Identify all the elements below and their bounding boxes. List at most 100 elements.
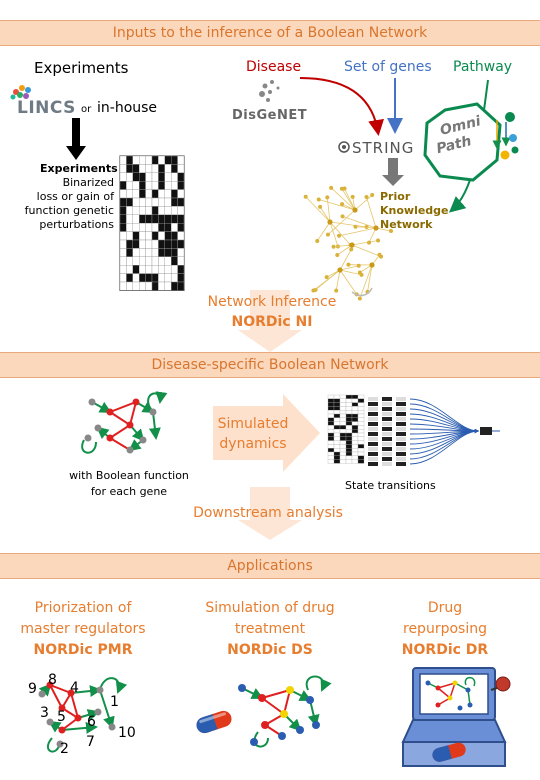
matrix-cell: [138, 164, 146, 173]
matrix-cell: [164, 281, 172, 291]
nordic-pmr-label: NORDic PMR: [33, 642, 133, 658]
state-node: [368, 457, 378, 461]
matrix-cell: [158, 172, 165, 182]
pkn-node: [367, 240, 372, 245]
matrix-cell: [138, 239, 146, 249]
matrix-cell: [126, 265, 134, 274]
state-node: [382, 432, 392, 436]
matrix-cell: [132, 180, 140, 190]
matrix-cell: [119, 248, 127, 257]
pathway-label: Pathway: [453, 59, 513, 75]
state-transitions-label: State transitions: [345, 479, 436, 492]
matrix-cell: [145, 231, 153, 241]
state-node: [382, 407, 392, 411]
matrix-cell: [158, 155, 165, 165]
state-node: [368, 422, 378, 426]
matrix-cell: [138, 265, 146, 274]
matrix-cell: [126, 189, 134, 199]
matrix-cell: [170, 248, 178, 257]
matrix-cell: [177, 273, 185, 283]
matrix-cell: [126, 273, 134, 283]
matrix-cell: [177, 239, 185, 249]
state-node: [382, 457, 392, 461]
string-logo-icon: [338, 141, 350, 153]
pkn-edge: [329, 221, 351, 246]
pkn-hub-node: [352, 207, 358, 213]
matrix-cell: [164, 273, 172, 283]
simulated-line: Simulated: [217, 416, 289, 432]
matrix-cell: [151, 231, 159, 241]
matrix-cell: [170, 265, 178, 274]
state-node: [368, 427, 378, 431]
pkn-edge: [338, 227, 377, 237]
experiments-bold-label: Experiments: [40, 162, 118, 175]
matrix-cell: [158, 231, 165, 241]
experiments-description: Binarized loss or gain of function genet…: [12, 176, 114, 232]
matrix-cell: [145, 248, 153, 257]
pkn-node: [346, 262, 351, 267]
matrix-cell: [158, 256, 165, 266]
matrix-cell: [151, 281, 159, 291]
matrix-cell: [119, 281, 127, 291]
pkn-node: [356, 263, 361, 268]
pkn-label-line: Knowledge: [380, 204, 449, 217]
string-down-arrow: [382, 158, 404, 186]
matrix-cell: [145, 281, 153, 291]
matrix-cell: [177, 222, 185, 232]
pkn-hub-node: [369, 262, 375, 268]
pathway-mini-graph: [492, 112, 519, 160]
matrix-cell: [177, 172, 185, 182]
matrix-cell: [132, 239, 140, 249]
pkn-edge: [359, 264, 373, 299]
pkn-edge: [339, 269, 362, 276]
matrix-cell: [138, 256, 146, 266]
matrix-cell: [151, 206, 159, 215]
boolean-network-graph: [81, 391, 168, 454]
matrix-cell: [151, 189, 159, 199]
matrix-cell: [119, 155, 127, 165]
state-strip: [333, 394, 341, 464]
ds-title: Simulation of drug treatment NORDic DS: [192, 598, 348, 661]
matrix-cell: [145, 273, 153, 283]
pmr-title-line: Priorization of: [34, 600, 132, 616]
pkn-node: [329, 185, 334, 190]
pkn-node: [324, 275, 329, 280]
state-node: [382, 422, 392, 426]
matrix-cell: [164, 256, 172, 266]
matrix-cell: [138, 155, 146, 165]
matrix-cell: [119, 256, 127, 266]
string-logo-text: STRING: [352, 139, 415, 157]
matrix-cell: [132, 206, 140, 215]
pkn-node: [316, 197, 321, 202]
matrix-cell: [164, 248, 172, 257]
matrix-cell: [145, 155, 153, 165]
matrix-cell: [164, 214, 172, 224]
matrix-cell: [158, 222, 165, 232]
pkn-node: [325, 232, 330, 237]
pkn-node: [315, 238, 320, 243]
state-node: [382, 412, 392, 416]
matrix-cell: [151, 256, 159, 266]
nordic-ni-label: NORDic NI: [231, 314, 313, 330]
pkn-node: [342, 186, 347, 191]
matrix-cell: [177, 197, 185, 207]
matrix-cell: [170, 197, 178, 207]
matrix-cell: [158, 239, 165, 249]
dr-title-line: repurposing: [403, 621, 487, 637]
pkn-edge: [368, 227, 377, 243]
applications-section-header: Applications: [0, 553, 540, 579]
matrix-cell: [126, 222, 134, 232]
experiments-desc-line: function genetic: [24, 204, 114, 217]
boolean-function-caption: with Boolean function for each gene: [54, 468, 204, 500]
state-node: [368, 397, 378, 401]
pkn-edge: [313, 269, 341, 291]
pkn-edge: [366, 196, 377, 229]
matrix-cell: [119, 222, 127, 232]
pkn-edge: [329, 221, 367, 228]
pmr-node-label: 8: [48, 672, 57, 688]
matrix-cell: [158, 197, 165, 207]
matrix-cell: [177, 256, 185, 266]
disease-arrow: [299, 77, 384, 136]
state-edge: [409, 428, 479, 465]
state-transition-graph: [327, 394, 500, 466]
